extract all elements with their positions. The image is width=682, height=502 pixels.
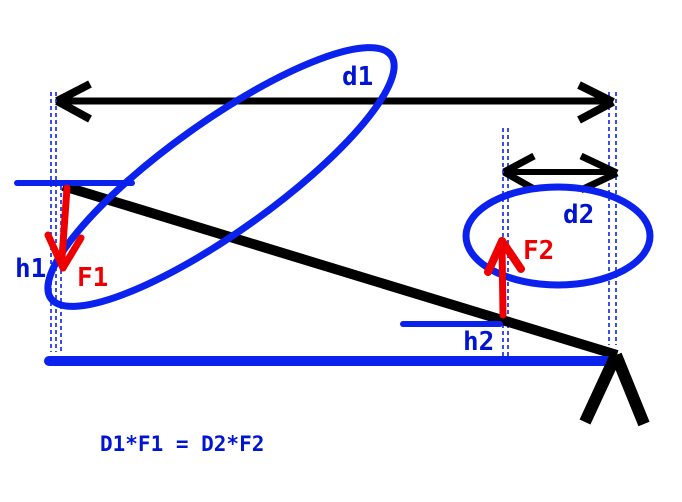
f1-arrow-shaft [58, 184, 71, 262]
d1-arrow-left-head-icon [55, 97, 92, 123]
f2-arrow-up-head-icon [498, 237, 525, 273]
label-f2: F2 [523, 236, 554, 266]
red-ink [44, 184, 525, 319]
f2-arrow-shaft [498, 240, 507, 319]
lever-beam [61, 181, 619, 360]
d1-arrow-right-head-icon [577, 98, 615, 124]
d2-arrow-right-head-icon [579, 152, 619, 177]
fulcrum-right-leg [610, 352, 650, 427]
label-h1: h1 [15, 254, 46, 284]
f1-arrow-down-head-icon [59, 234, 85, 272]
fulcrum [579, 352, 650, 427]
fulcrum-left-leg [579, 352, 622, 425]
lever-law-formula: D1*F1 = D2*F2 [100, 432, 264, 456]
label-f1: F1 [77, 263, 108, 293]
d1-highlight-ellipse [44, 44, 398, 310]
black-ink [55, 80, 619, 360]
f2-arrow-up-head-icon [484, 237, 506, 276]
f1-arrow-down-head-icon [44, 231, 67, 272]
d2-highlight-ellipse [462, 183, 654, 289]
d1-arrow-left-head-icon [55, 80, 92, 105]
dashed-guide-lines [50, 92, 617, 357]
label-h2: h2 [463, 327, 494, 357]
d1-arrow-right-head-icon [577, 81, 615, 106]
blue-ink [14, 44, 654, 366]
labels: d1 d2 h1 h2 F1 F2 D1*F1 = D2*F2 [15, 62, 594, 456]
d2-arrow-left-head-icon [502, 152, 536, 176]
label-d1: d1 [342, 62, 373, 92]
label-d2: d2 [563, 200, 594, 230]
